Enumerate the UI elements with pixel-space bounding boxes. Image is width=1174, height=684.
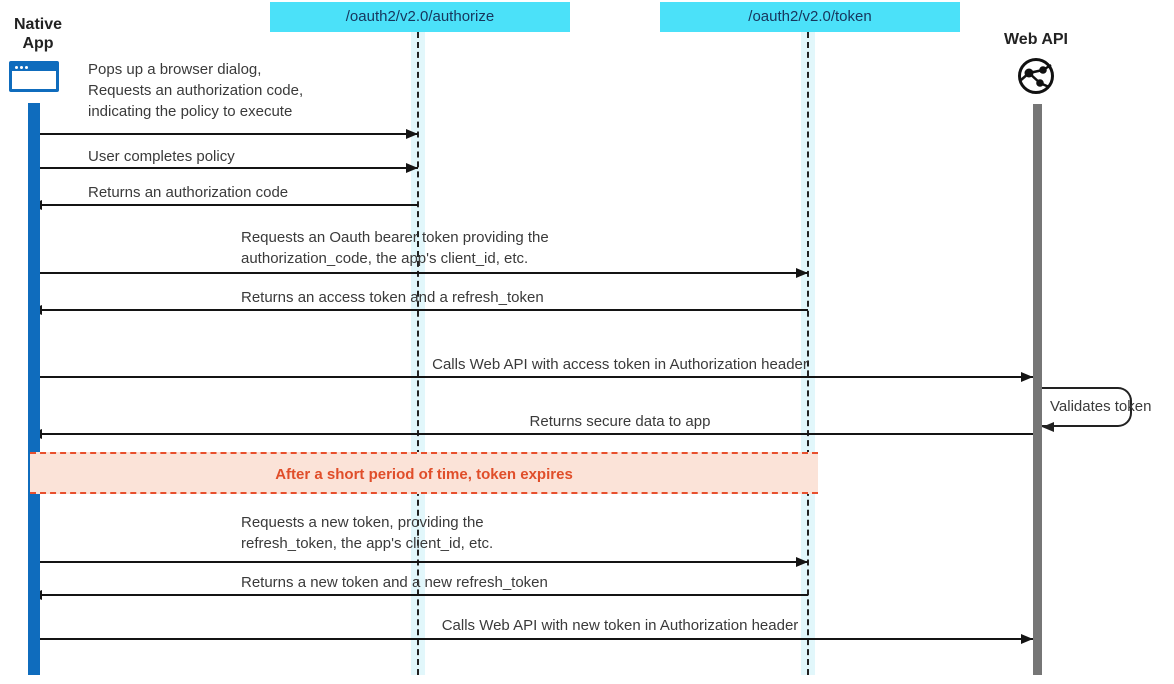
message-label: Returns a new token and a new refresh_to… — [241, 574, 548, 591]
activation-bar-native-app — [28, 103, 40, 675]
message-label: Returns secure data to app — [529, 413, 711, 430]
browser-window-titlebar — [12, 64, 56, 71]
lifeline-authorize — [411, 32, 425, 675]
lifeline-token — [801, 32, 815, 675]
message-label: Returns an authorization code — [88, 184, 289, 201]
message-label: Requests an Oauth bearer token providing… — [241, 229, 549, 267]
message-arrow — [40, 129, 418, 139]
message-label: Pops up a browser dialog, Requests an au… — [88, 61, 304, 120]
message-arrow — [30, 200, 418, 210]
message-arrow — [40, 557, 808, 567]
actor-web-api-label: Web API — [1003, 31, 1068, 48]
message-arrow — [30, 429, 1033, 439]
message-label: Calls Web API with new token in Authoriz… — [441, 617, 799, 634]
activation-bar-web-api — [1033, 104, 1042, 675]
message-arrow — [40, 634, 1033, 644]
actor-token-endpoint: /oauth2/v2.0/token — [660, 2, 960, 32]
self-message-loop — [1042, 387, 1132, 432]
message-arrow — [40, 268, 808, 278]
message-arrow — [30, 590, 808, 600]
message-label: Validates token — [1050, 398, 1152, 415]
actor-authorize-endpoint: /oauth2/v2.0/authorize — [270, 2, 570, 32]
globe-network-icon — [1016, 56, 1056, 101]
lifeline-authorize-dash — [417, 32, 419, 675]
browser-window-icon — [9, 61, 59, 92]
message-arrow — [30, 305, 808, 315]
note-token-expires: After a short period of time, token expi… — [30, 452, 818, 494]
message-arrow — [40, 372, 1033, 382]
message-label: Requests a new token, providing the refr… — [241, 514, 494, 552]
message-arrow — [40, 163, 418, 173]
actor-native-app-label: Native App — [13, 16, 63, 52]
message-label: User completes policy — [88, 148, 235, 165]
message-label: Calls Web API with access token in Autho… — [432, 356, 808, 373]
message-label: Returns an access token and a refresh_to… — [241, 289, 544, 306]
lifeline-token-dash — [807, 32, 809, 675]
